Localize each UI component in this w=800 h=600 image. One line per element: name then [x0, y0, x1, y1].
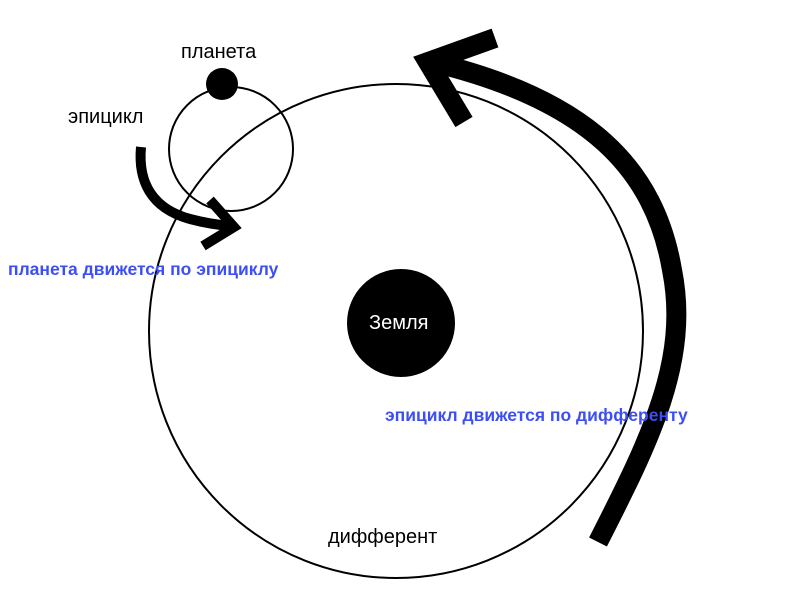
deferent-motion-arrow-icon	[413, 28, 687, 547]
epicycle-motion-caption: эпицикл движется по дифференту	[385, 405, 688, 425]
deferent-circle	[148, 83, 644, 579]
epicycle-motion-arrow-icon	[135, 146, 242, 251]
epicycle-label: эпицикл	[68, 106, 144, 128]
planet-label: планета	[181, 41, 257, 63]
planet-dot	[206, 68, 238, 100]
earth-disc	[347, 269, 455, 377]
deferent-label: дифферент	[328, 526, 438, 548]
epicycle-circle	[168, 86, 294, 212]
earth-label: Земля	[369, 312, 429, 334]
planet-motion-caption: планета движется по эпициклу	[8, 259, 279, 279]
